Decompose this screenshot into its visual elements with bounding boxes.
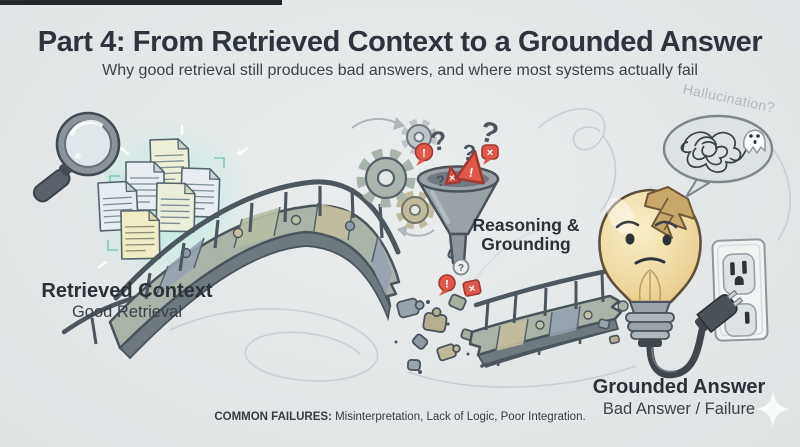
svg-text:!: !	[422, 148, 426, 160]
svg-text:×: ×	[449, 173, 456, 185]
reasoning-label-line1: Reasoning &	[472, 215, 580, 235]
thought-bubble	[662, 114, 774, 198]
gear-icon-large	[356, 148, 416, 208]
power-cord	[646, 326, 706, 379]
svg-text:?: ?	[428, 125, 449, 157]
magnifying-glass-icon	[32, 111, 121, 203]
good-retrieval-sublabel: Good Retrieval	[71, 303, 183, 321]
ghost-icon	[743, 129, 766, 154]
footer-text: Misinterpretation, Lack of Logic, Poor I…	[331, 411, 586, 423]
footer-bold-prefix: COMMON FAILURES:	[214, 411, 332, 423]
alert-bubble-exclaim: !	[414, 142, 434, 166]
reasoning-label-line2: Grounding	[481, 234, 571, 254]
svg-text:!: !	[445, 279, 449, 291]
scribble-icon	[680, 131, 747, 173]
common-failures-footer: COMMON FAILURES: Misinterpretation, Lack…	[0, 411, 800, 423]
retrieved-context-label: Retrieved Context	[41, 280, 213, 302]
documents-icon	[97, 138, 221, 260]
plug-icon	[694, 289, 744, 334]
svg-text:!: !	[468, 165, 475, 181]
svg-text:×: ×	[468, 282, 477, 295]
bridge-right-fragment	[468, 267, 629, 368]
svg-text:×: ×	[487, 147, 493, 159]
outlet-icon	[711, 238, 769, 342]
grounded-answer-label: Grounded Answer	[592, 376, 766, 398]
page-title: Part 4: From Retrieved Context to a Grou…	[37, 26, 763, 58]
falling-puzzle-pieces	[394, 247, 484, 374]
warning-triangle-icons: × !	[444, 149, 485, 186]
svg-text:?: ?	[461, 139, 477, 165]
svg-text:?: ?	[435, 173, 446, 191]
top-border-bar	[0, 0, 282, 5]
gear-rotation-arrows	[351, 117, 435, 237]
question-mark-icons: ? ? ? ?	[428, 116, 502, 191]
reasoning-grounding-label: Reasoning & Grounding	[450, 216, 602, 254]
page-subtitle: Why good retrieval still produces bad an…	[102, 62, 698, 79]
alert-bubble-cross: ×	[481, 144, 499, 165]
bridge-left-span	[61, 179, 401, 360]
svg-text:?: ?	[458, 263, 464, 274]
gear-icon-tan	[395, 190, 435, 230]
funnel-debris: ? ! ×	[438, 258, 482, 297]
bad-answer-sublabel: Bad Answer / Failure	[602, 400, 756, 418]
sad-lightbulb-icon	[598, 186, 702, 347]
